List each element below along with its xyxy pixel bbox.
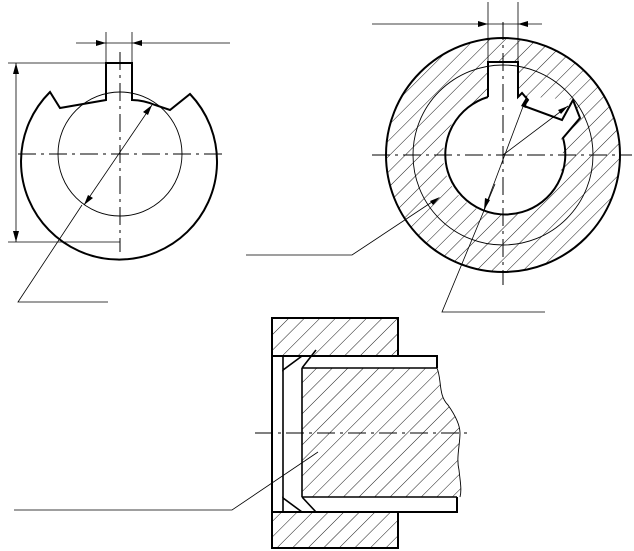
hub-dim-arrow-slot xyxy=(558,106,568,114)
hub-dim-arrow-right xyxy=(518,21,528,27)
section-leader-line xyxy=(14,451,319,511)
shaft-cross-section-view xyxy=(8,32,230,303)
shaft-top-edge xyxy=(298,355,438,368)
key-slot-angled xyxy=(520,96,580,138)
dim-arrow-right xyxy=(132,40,142,46)
leader-line xyxy=(17,204,108,303)
dim-line-diameter xyxy=(83,104,153,206)
hub-leader-line-left xyxy=(246,199,436,256)
longitudinal-section-view xyxy=(14,317,468,549)
hub-bottom-hatching xyxy=(272,512,398,548)
hub-dim-arrow-diameter-top xyxy=(521,96,527,108)
dim-arrow-diameter-bottom xyxy=(84,195,93,205)
dim-arrow-bottom xyxy=(13,231,19,242)
hub-leader-arrow-left xyxy=(430,197,440,205)
hub-cross-section-view xyxy=(246,2,632,313)
hub-top-hatching xyxy=(272,318,398,356)
dim-arrow-left xyxy=(96,40,106,46)
hub-bore-contour xyxy=(444,61,582,216)
shaft-keyway-top xyxy=(301,349,317,369)
hub-dim-line-slot-depth xyxy=(502,105,569,156)
hub-leader-line-right xyxy=(441,183,545,313)
shaft-keyway-bottom xyxy=(301,496,317,513)
shaft-outer-contour xyxy=(20,62,219,261)
hub-dim-arrow-left xyxy=(478,21,488,27)
chamfer-bottom xyxy=(272,496,303,513)
chamfer-top xyxy=(272,355,303,372)
dim-arrow-diameter-top xyxy=(143,105,152,115)
shaft-bottom-edge xyxy=(298,497,458,513)
dim-arrow-top xyxy=(13,63,19,74)
shaft-break-line xyxy=(436,367,462,498)
